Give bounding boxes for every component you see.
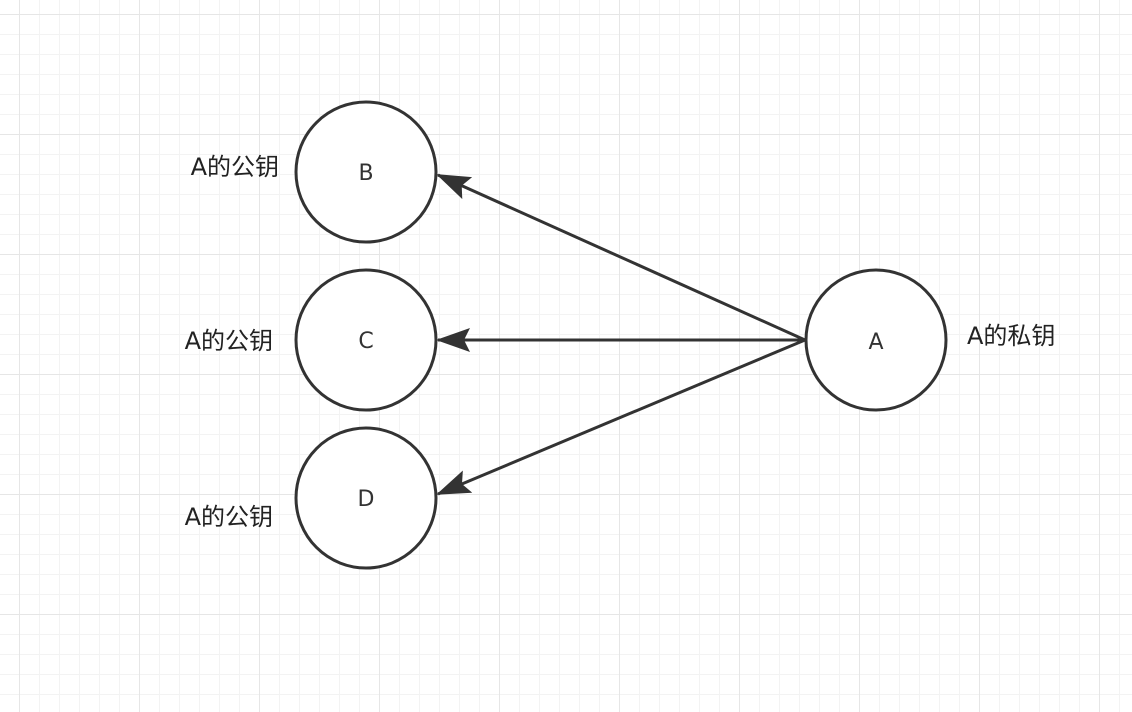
node-b[interactable]: B — [294, 100, 438, 244]
node-b-circle[interactable] — [294, 100, 438, 244]
node-d[interactable]: D — [294, 426, 438, 570]
node-a-caption: A的私钥 — [967, 322, 1055, 350]
node-c-caption: A的公钥 — [185, 327, 273, 355]
node-d-caption: A的公钥 — [185, 503, 273, 531]
arrow-a-to-b — [436, 173, 806, 342]
node-d-label: D — [358, 487, 375, 512]
arrow-a-to-d — [436, 338, 806, 496]
node-c[interactable]: C — [294, 268, 438, 412]
node-a-label: A — [868, 330, 883, 355]
node-d-circle[interactable] — [294, 426, 438, 570]
node-b-caption: A的公钥 — [191, 153, 279, 181]
node-a-circle[interactable] — [804, 268, 948, 412]
node-b-label: B — [358, 161, 373, 186]
node-a[interactable]: A — [804, 268, 948, 412]
edges — [436, 173, 806, 496]
node-c-circle[interactable] — [294, 268, 438, 412]
node-c-label: C — [358, 329, 373, 354]
